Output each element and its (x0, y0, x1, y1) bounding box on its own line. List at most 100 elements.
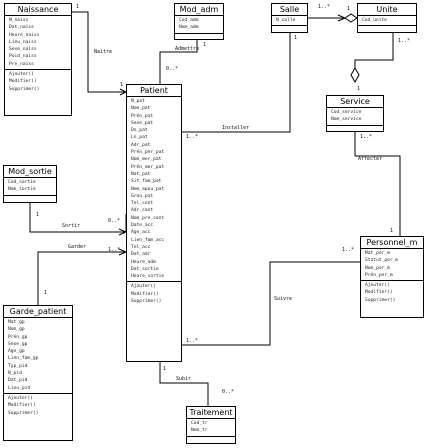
aggregation-diamond (350, 66, 360, 84)
operations-section (4, 196, 56, 202)
attribute: Heure_adm (131, 259, 156, 265)
attribute: Nom_mer_pat (131, 157, 162, 163)
operation: Supprimer() (9, 86, 40, 92)
operation: Ajouter() (131, 284, 156, 290)
attribute: Lien_fam_acc (131, 237, 165, 243)
multiplicity: 1 (294, 35, 298, 41)
association-label-affecter: Affecter (358, 156, 383, 162)
operation: Modifier() (8, 403, 36, 409)
association-label-sortir: Sortir (62, 223, 81, 229)
class-name: Mod_adm (175, 4, 223, 16)
association-label-admettre: Admettre (175, 46, 200, 52)
aggregation-diamond (344, 13, 358, 23)
attribute: Nom_sortie (8, 187, 36, 193)
attribute: Sexe_gp (8, 341, 28, 347)
attribute: Prén_pat (131, 113, 154, 119)
operation: Supprimer() (8, 410, 39, 416)
class-garde-patient[interactable]: Garde_patient Mat_gp Nom_gp Prén_gp Sexe… (3, 305, 73, 441)
multiplicity: 1..* (342, 247, 355, 253)
class-name: Naissance (5, 4, 71, 16)
subir-line (159, 362, 209, 406)
multiplicity: 1 (357, 86, 361, 92)
attribute: Adr_cont (131, 208, 154, 214)
attribute: Lien_fam_gp (8, 356, 39, 362)
attribute: Date_acc (131, 223, 154, 229)
multiplicity: 1 (347, 6, 351, 12)
class-mod-adm[interactable]: Mod_adm Cod_adm Nom_adm (174, 3, 224, 40)
attribute: N_naiss (9, 18, 29, 23)
multiplicity: 0..* (108, 218, 121, 224)
operations-section: Ajouter() Modifier() Supprimer() (4, 394, 72, 418)
attribute: Nom_service (331, 117, 362, 123)
attribute: Nom_gp (8, 327, 25, 333)
attributes-section: Mat_gp Nom_gp Prén_gp Sexe_gp Age_gp Lie… (4, 318, 72, 394)
operation: Ajouter() (9, 72, 34, 78)
attribute: Tel_cont (131, 201, 154, 207)
multiplicity: 1..* (186, 338, 199, 344)
class-salle[interactable]: Salle N_salle (271, 3, 308, 33)
attribute: Age_gp (8, 349, 25, 355)
attribute: Nom_tr (191, 428, 208, 434)
association-label-suivre: Suivre (274, 296, 293, 302)
multiplicity: 1..* (318, 4, 331, 10)
attributes-section: N_naiss Dat_naiss Heure_naiss Lieu_naiss… (5, 16, 71, 71)
class-mod-sortie[interactable]: Mod_sortie Cod_sortie Nom_sortie (3, 165, 57, 203)
class-name: Patient (127, 85, 181, 97)
operation: Ajouter() (365, 283, 390, 289)
class-patient[interactable]: Patient N_pat Nom_pat Prén_pat Sexe_pat … (126, 84, 182, 362)
attribute: Dn_pat (131, 128, 148, 134)
multiplicity: 1 (390, 228, 394, 234)
association-label-naitre: Naitre (94, 49, 113, 55)
multiplicity: 1 (203, 42, 207, 48)
attribute: Nom_adm (179, 25, 199, 31)
multiplicity: 0..* (222, 389, 235, 395)
operations-section: Ajouter() Modifier() Supprimer() (5, 70, 71, 94)
operations-section: Ajouter() Modifier() Supprimer() (127, 282, 181, 306)
attribute: N_salle (276, 18, 296, 23)
class-service[interactable]: Service Cod_service Nom_service (326, 95, 384, 132)
attribute: Nom_pat (131, 106, 151, 112)
attribute: Nom_per_m (365, 265, 390, 271)
admettre-line (159, 40, 198, 84)
class-unite[interactable]: Unite Cod_unite (357, 3, 417, 33)
naitre-line (72, 11, 126, 93)
operation: Modifier() (365, 290, 393, 296)
association-label-garder: Garder (68, 244, 87, 250)
attribute: Mat_gp (8, 320, 25, 325)
attribute: Heure_sortie (131, 274, 165, 280)
attributes-section: Cod_adm Nom_adm (175, 16, 223, 34)
attributes-section: N_salle (272, 16, 307, 27)
association-label-installer: Installer (222, 125, 250, 131)
operation: Modifier() (9, 79, 37, 85)
class-name: Salle (272, 4, 307, 16)
attribute: Cod_adm (179, 18, 199, 23)
class-traitement[interactable]: Traitement Cod_tr Nom_tr (186, 406, 236, 444)
operations-section (358, 26, 416, 32)
multiplicity: 1..* (398, 38, 411, 44)
multiplicity: 1..* (360, 134, 373, 140)
class-naissance[interactable]: Naissance N_naiss Dat_naiss Heure_naiss … (4, 3, 72, 116)
multiplicity: 0..* (166, 66, 179, 72)
attribute: Adr_pat (131, 142, 151, 148)
class-name: Garde_patient (4, 306, 72, 318)
attributes-section: Cod_service Nom_service (327, 108, 383, 126)
attributes-section: Cod_unite (358, 16, 416, 27)
association-label-subir: Subir (176, 376, 192, 382)
attribute: Nat_pat (131, 171, 151, 177)
multiplicity: 1 (36, 212, 40, 218)
attribute: Dat_naiss (9, 25, 34, 31)
attribute: Cod_tr (191, 421, 208, 426)
operations-section (272, 26, 307, 32)
attribute: N_pid (8, 371, 22, 377)
attribute: Pre_naiss (9, 61, 34, 67)
operations-section (327, 126, 383, 130)
operations-section: Ajouter() Modifier() Supprimer() (361, 281, 423, 305)
attribute: Mat_per_m (365, 251, 390, 256)
multiplicity: 1..* (186, 134, 199, 140)
class-name: Traitement (187, 407, 235, 419)
attribute: Nom_epou_pat (131, 186, 165, 192)
garder-line (37, 251, 126, 305)
attribute: Cod_service (331, 110, 362, 115)
attribute: Heure_naiss (9, 32, 40, 38)
class-personnel-m[interactable]: Personnel_m Mat_per_m Statut_per_m Nom_p… (360, 236, 424, 318)
